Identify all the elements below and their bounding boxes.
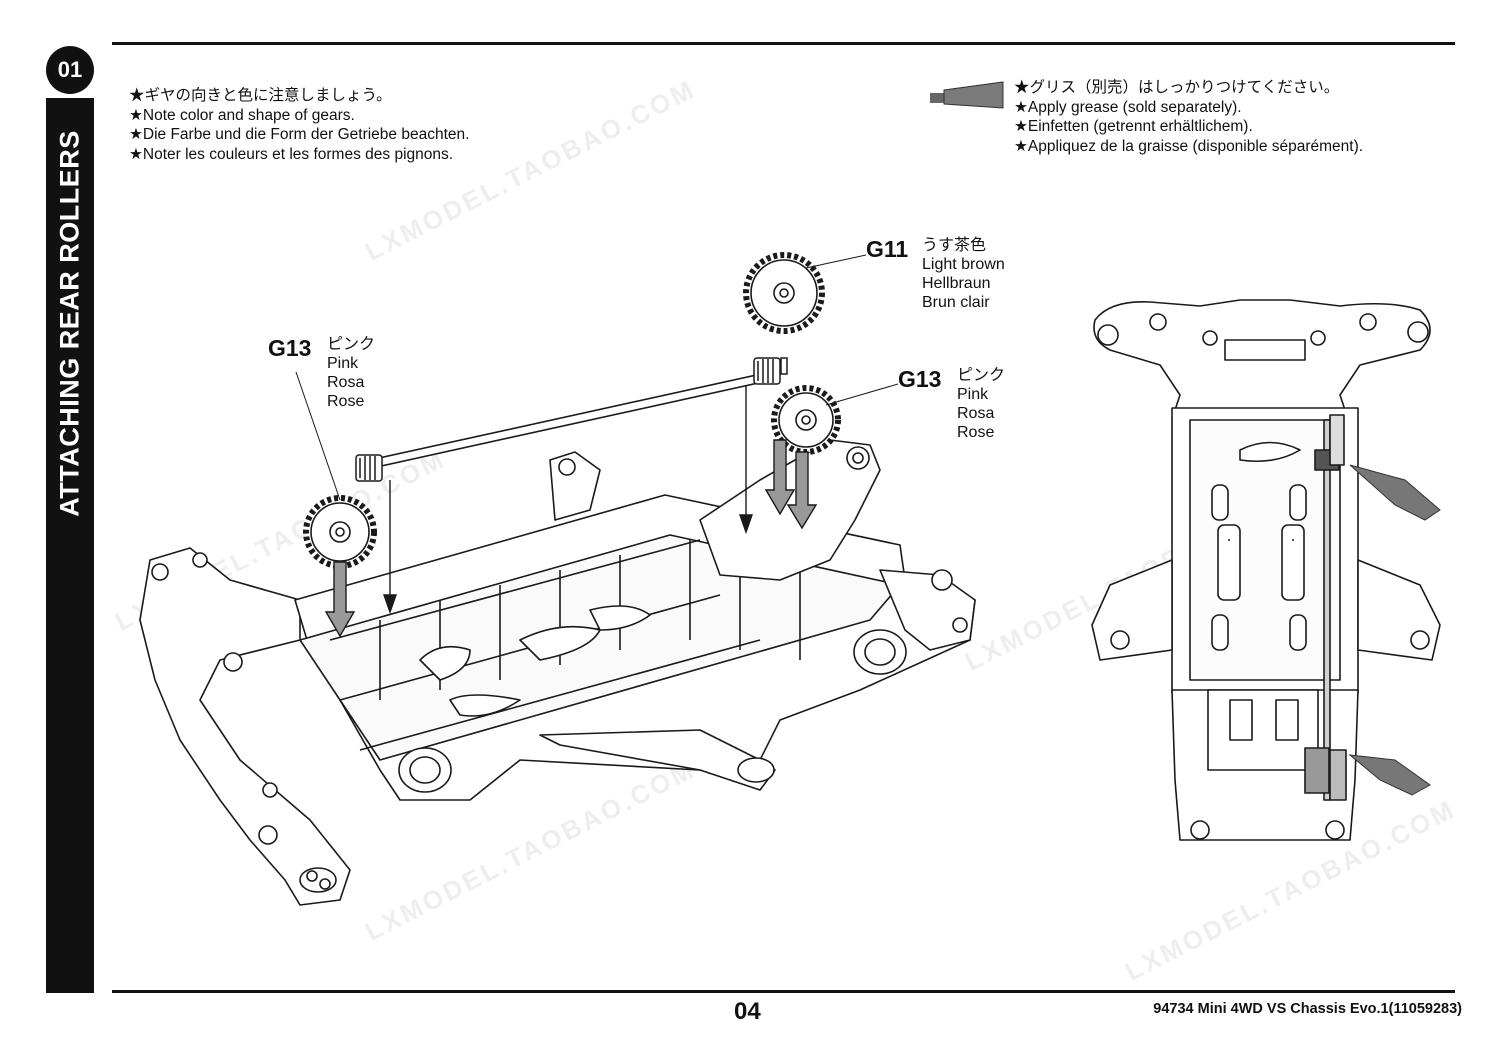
notes-right: ★グリス（別売）はしっかりつけてください。 ★Apply grease (sol… — [1014, 78, 1363, 156]
arrow-down-icon — [324, 385, 818, 638]
part-labels: ピンク Pink Rosa Rose — [957, 366, 1005, 442]
note-line: ★ギヤの向きと色に注意しましょう。 — [129, 87, 392, 104]
note-line: ★Apply grease (sold separately). — [1014, 98, 1242, 116]
part-label: Hellbraun — [922, 275, 991, 292]
note-line: ★Appliquez de la graisse (disponible sép… — [1014, 137, 1364, 155]
gear-icon — [303, 252, 841, 569]
part-label: うす茶色 — [922, 237, 987, 254]
part-label: Brun clair — [922, 294, 990, 311]
part-label: Light brown — [922, 256, 1005, 273]
step-number-badge: 01 — [46, 46, 94, 94]
note-line: ★Einfetten (getrennt erhältlichem). — [1014, 118, 1253, 135]
note-line: ★Die Farbe und die Form der Getriebe bea… — [129, 126, 470, 143]
part-label: Pink — [957, 386, 989, 403]
chassis-illustration — [139, 439, 976, 906]
part-label: ピンク — [957, 367, 1006, 384]
part-label: Pink — [327, 355, 359, 372]
notes-left: ★ギヤの向きと色に注意しましょう。 ★Note color and shape … — [129, 86, 469, 164]
footer-product-code: 94734 Mini 4WD VS Chassis Evo.1(11059283… — [1153, 1001, 1462, 1017]
leader-lines — [295, 254, 899, 501]
note-line: ★グリス（別売）はしっかりつけてください。 — [1014, 79, 1340, 96]
bottom-rule — [112, 990, 1455, 993]
part-label: Rose — [327, 393, 365, 410]
grease-tube-icon — [930, 81, 1004, 109]
pinion-icon — [355, 357, 788, 482]
part-code: G11 — [866, 236, 909, 262]
part-code: G13 — [898, 366, 942, 392]
step-side-bar — [46, 98, 94, 993]
part-label: Rose — [957, 424, 995, 441]
part-label: ピンク — [327, 336, 376, 353]
part-labels: ピンク Pink Rosa Rose — [327, 335, 375, 411]
part-label: Rosa — [327, 374, 365, 391]
part-labels: うす茶色 Light brown Hellbraun Brun clair — [922, 236, 1005, 312]
top-rule — [112, 42, 1455, 45]
page-number: 04 — [734, 998, 761, 1025]
note-line: ★Note color and shape of gears. — [129, 106, 355, 124]
part-label: Rosa — [957, 405, 995, 422]
note-line: ★Noter les couleurs et les formes des pi… — [129, 145, 454, 163]
part-code: G13 — [268, 335, 312, 361]
grease-tube-icon — [1348, 464, 1441, 796]
chassis-top-view — [1091, 299, 1441, 841]
